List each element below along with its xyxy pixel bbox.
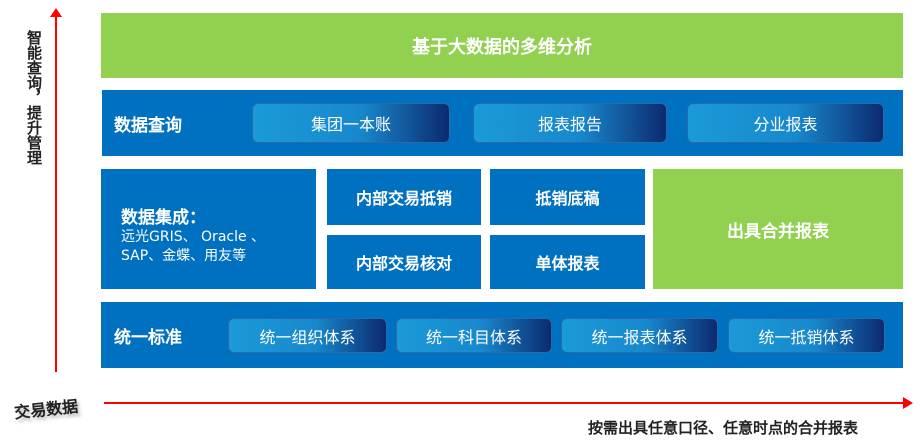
query-item-reports[interactable]: 报表报告 [473, 103, 667, 143]
vertical-arrow-head-icon [50, 8, 62, 17]
horizontal-arrow-head-icon [903, 397, 913, 409]
standard-item-reports[interactable]: 统一报表体系 [561, 318, 718, 353]
cell-internal-reconciliation[interactable]: 内部交易核对 [327, 235, 481, 289]
output-label: 出具合并报表 [727, 221, 829, 242]
integration-title: 数据集成： [121, 208, 206, 228]
standard-item-elimination[interactable]: 统一抵销体系 [728, 318, 885, 353]
query-item-segment-reports[interactable]: 分业报表 [687, 103, 884, 143]
x-start-label: 交易数据 [13, 396, 79, 423]
y-axis-label: 智能查询，提升管理 [25, 30, 43, 165]
vertical-axis-arrow [55, 12, 57, 372]
integration-sources-line2: SAP、金蝶、用友等 [121, 248, 247, 264]
cell-individual-reports[interactable]: 单体报表 [490, 235, 645, 289]
unified-standard-label: 统一标准 [114, 302, 182, 368]
data-integration-box: 数据集成： 远光GRIS、 Oracle 、 SAP、金蝶、用友等 [101, 169, 316, 289]
x-end-label: 按需出具任意口径、任意时点的合并报表 [588, 419, 859, 437]
cell-elimination-worksheet[interactable]: 抵销底稿 [490, 169, 645, 225]
horizontal-axis-arrow [104, 402, 910, 404]
standard-item-accounts[interactable]: 统一科目体系 [396, 318, 552, 353]
query-item-group-ledger[interactable]: 集团一本账 [252, 103, 450, 143]
consolidated-report-output: 出具合并报表 [653, 169, 903, 289]
cell-internal-elimination[interactable]: 内部交易抵销 [327, 169, 481, 225]
data-query-label: 数据查询 [114, 90, 182, 156]
top-label: 基于大数据的多维分析 [412, 36, 592, 58]
multidimensional-analysis-box: 基于大数据的多维分析 [101, 13, 903, 78]
standard-item-org[interactable]: 统一组织体系 [228, 318, 387, 353]
integration-sources-line1: 远光GRIS、 Oracle 、 [121, 229, 266, 245]
